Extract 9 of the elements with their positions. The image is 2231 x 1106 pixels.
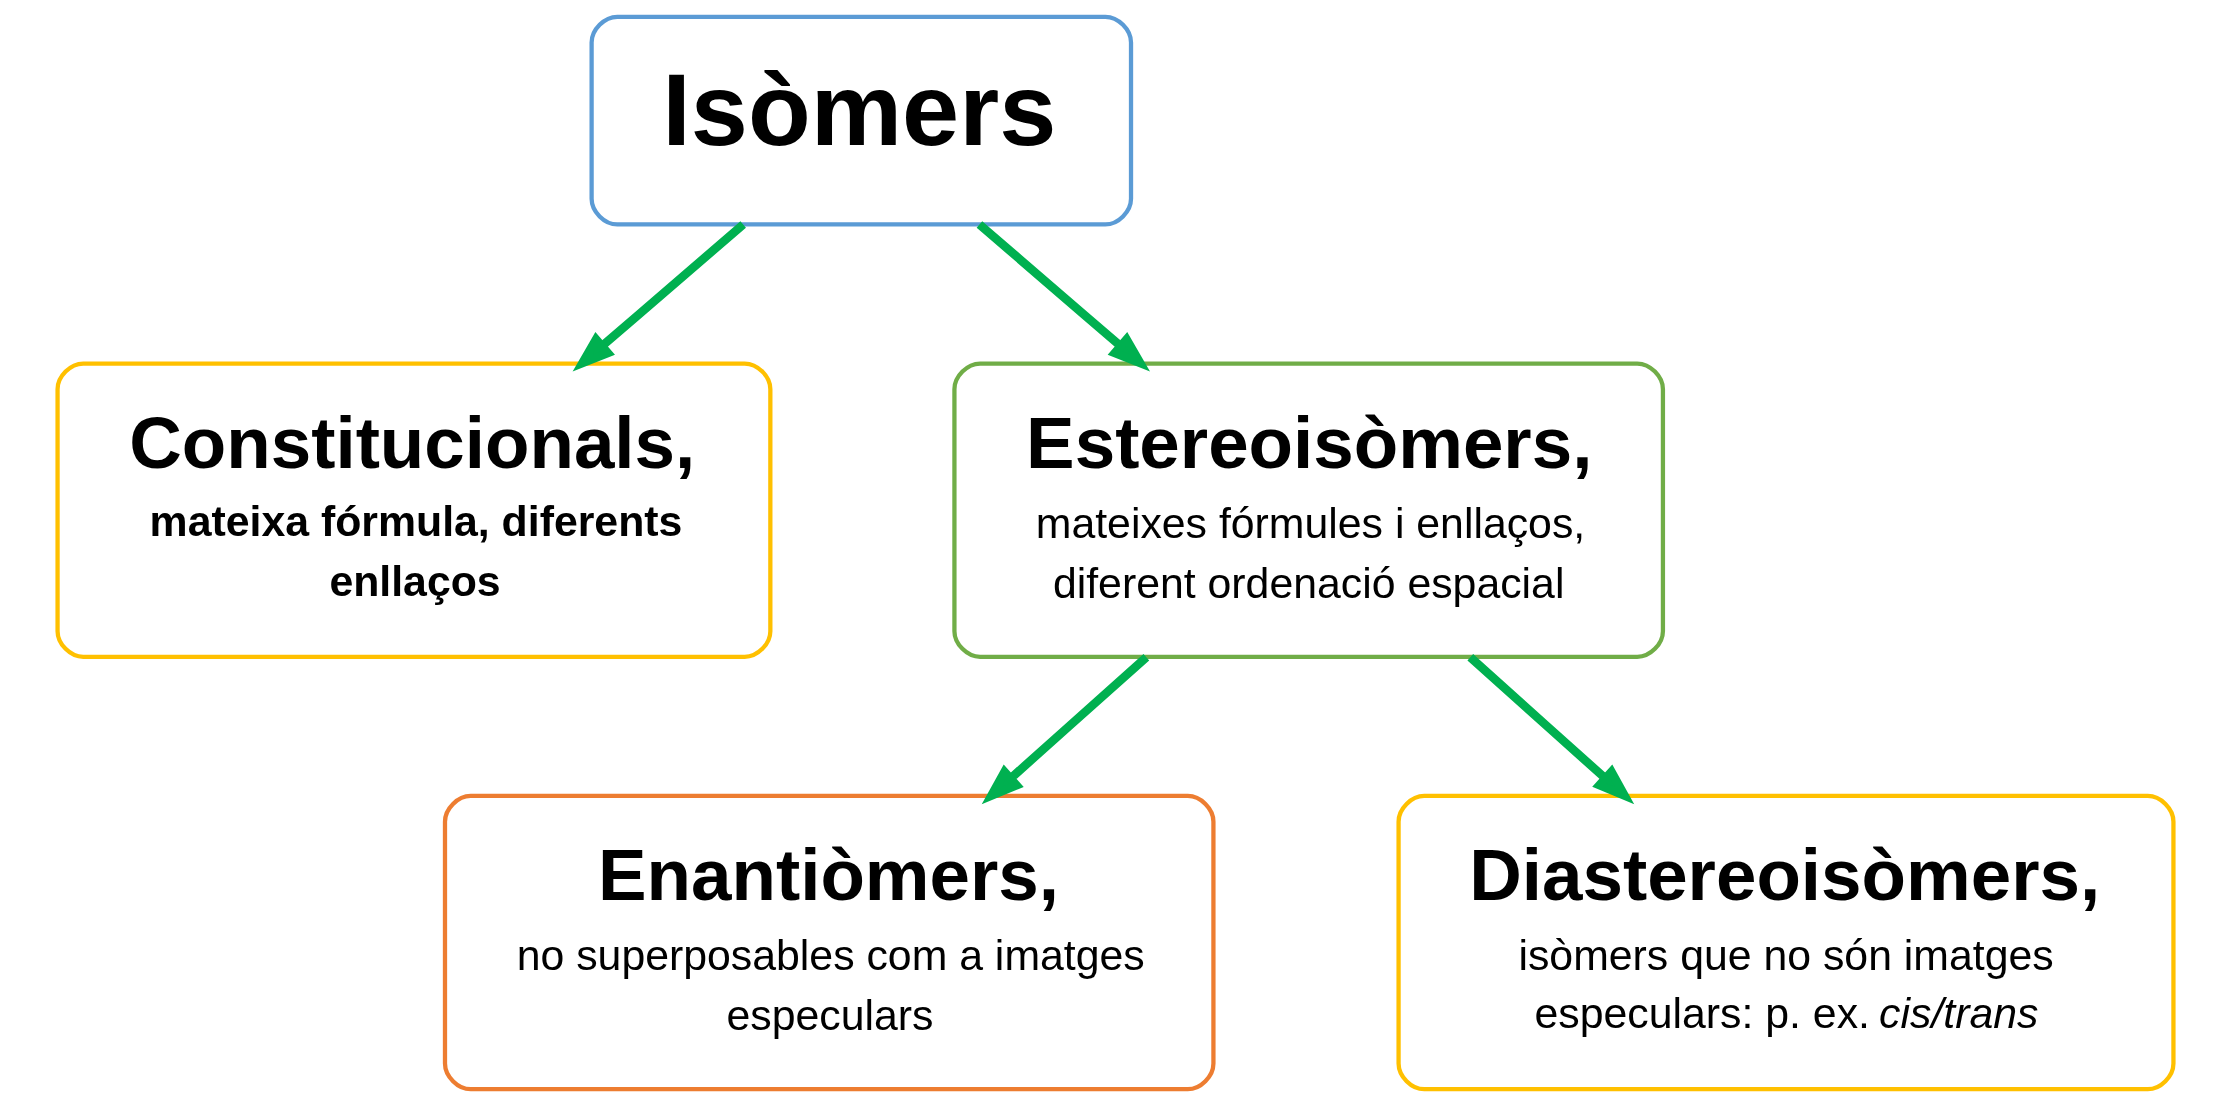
arrow bbox=[981, 654, 1150, 805]
arrow bbox=[1467, 654, 1635, 805]
arrow bbox=[572, 221, 746, 372]
arrow bbox=[976, 221, 1150, 372]
node-box: Constitucionals, mateixa fórmula, diferents enllaços bbox=[55, 361, 773, 659]
node-box: Enantiòmers, no superposables com a imatges especulars bbox=[442, 793, 1216, 1092]
node-box: Estereoisòmers, mateixes fórmules i enllaços, diferent ordenació espacial bbox=[952, 361, 1666, 659]
node-box: Isòmers bbox=[589, 14, 1134, 227]
node-box: Diastereoisòmers, isòmers que no són imatges especulars: p. ex. cis/trans bbox=[1396, 793, 2176, 1092]
